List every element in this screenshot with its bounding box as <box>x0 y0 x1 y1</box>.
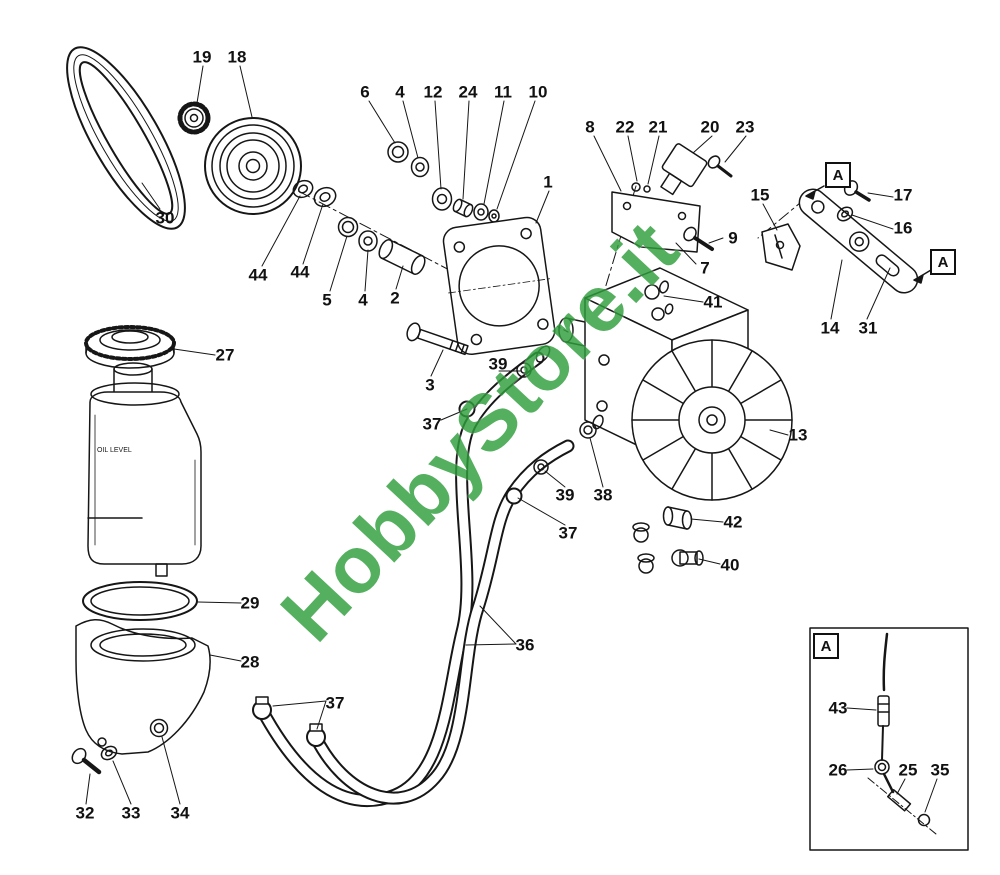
callout-15: 15 <box>750 185 770 205</box>
marker-arrows <box>805 185 932 284</box>
callout-12: 12 <box>423 82 443 102</box>
callout-17: 17 <box>893 185 913 205</box>
callout-34: 34 <box>170 803 190 823</box>
callout-6: 6 <box>360 82 370 102</box>
callout-19: 19 <box>192 47 212 67</box>
callout-35: 35 <box>930 760 950 780</box>
washer-4a <box>410 156 430 178</box>
pump-plugs <box>632 522 655 574</box>
bracket-28 <box>75 619 211 755</box>
leader-lines <box>85 65 938 813</box>
bracket-15 <box>761 223 801 271</box>
washer-16 <box>836 206 854 222</box>
banjo-fitting-39a <box>516 345 551 378</box>
callout-16: 16 <box>893 218 913 238</box>
cooling-fan <box>631 339 793 501</box>
callout-21: 21 <box>648 117 668 137</box>
bolt-3 <box>406 322 469 356</box>
callout-22: 22 <box>615 117 635 137</box>
callout-44: 44 <box>248 265 268 285</box>
bolt-32 <box>71 747 102 775</box>
callout-24: 24 <box>458 82 478 102</box>
fitting-41 <box>644 280 674 321</box>
mounting-plate <box>442 216 556 355</box>
nut-5 <box>337 216 359 238</box>
fitting-42 <box>662 506 693 530</box>
callout-28: 28 <box>240 652 260 672</box>
callout-39: 39 <box>488 354 508 374</box>
pivot-arm <box>798 188 919 294</box>
section-marker-A: A <box>930 249 956 275</box>
belt <box>66 46 186 230</box>
spacer-2 <box>378 239 426 275</box>
callout-23: 23 <box>735 117 755 137</box>
gear <box>177 101 211 135</box>
callout-4: 4 <box>395 82 405 102</box>
callout-10: 10 <box>528 82 548 102</box>
reservoir-cap <box>84 325 176 369</box>
callout-33: 33 <box>121 803 141 823</box>
callout-20: 20 <box>700 117 720 137</box>
seal-ring-29 <box>82 581 198 621</box>
callout-4: 4 <box>358 290 368 310</box>
bolt-9 <box>683 226 714 251</box>
reservoir-bottle: OIL LEVEL <box>87 362 202 577</box>
callout-39: 39 <box>555 485 575 505</box>
callout-1: 1 <box>543 172 553 192</box>
callout-37: 37 <box>325 693 345 713</box>
section-marker-A: A <box>825 162 851 188</box>
section-marker-A: A <box>813 633 839 659</box>
callout-40: 40 <box>720 555 740 575</box>
washer-12 <box>431 187 453 211</box>
callout-14: 14 <box>820 318 840 338</box>
bolt-23 <box>707 155 733 178</box>
callout-32: 32 <box>75 803 95 823</box>
washer-11 <box>473 203 489 221</box>
callout-5: 5 <box>322 290 332 310</box>
callout-36: 36 <box>515 635 535 655</box>
callout-8: 8 <box>585 117 595 137</box>
switch-20 <box>660 143 708 196</box>
callout-27: 27 <box>215 345 235 365</box>
banjo-fitting-39b <box>533 459 549 475</box>
callout-25: 25 <box>898 760 918 780</box>
callout-31: 31 <box>858 318 878 338</box>
inset-box <box>809 627 969 851</box>
callout-13: 13 <box>788 425 808 445</box>
callout-30: 30 <box>155 208 175 228</box>
callout-18: 18 <box>227 47 247 67</box>
callout-26: 26 <box>828 760 848 780</box>
pin-24 <box>452 198 474 218</box>
pulley <box>204 117 302 215</box>
nut-6 <box>387 141 409 163</box>
washers-44 <box>292 179 337 208</box>
callout-37: 37 <box>558 523 578 543</box>
callout-11: 11 <box>494 82 512 102</box>
callout-38: 38 <box>593 485 613 505</box>
nut-34 <box>149 718 169 738</box>
reservoir-label: OIL LEVEL <box>97 447 132 454</box>
callout-43: 43 <box>828 698 848 718</box>
washer-33 <box>100 745 118 761</box>
callout-3: 3 <box>425 375 435 395</box>
callout-44: 44 <box>290 262 310 282</box>
fitting-38 <box>579 414 604 439</box>
fitting-40 <box>671 549 704 567</box>
callout-7: 7 <box>700 258 710 278</box>
bracket-7 <box>611 182 701 253</box>
callout-9: 9 <box>728 228 738 248</box>
callout-41: 41 <box>703 292 723 312</box>
callout-37: 37 <box>422 414 442 434</box>
callout-42: 42 <box>723 512 743 532</box>
callout-2: 2 <box>390 288 400 308</box>
callout-29: 29 <box>240 593 260 613</box>
